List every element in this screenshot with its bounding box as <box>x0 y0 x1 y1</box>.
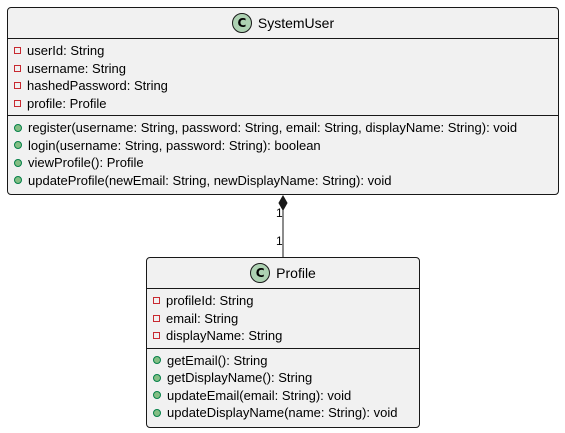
field-text: displayName: String <box>166 328 283 344</box>
method-text: getDisplayName(): String <box>167 370 313 386</box>
method-row: login(username: String, password: String… <box>14 137 552 155</box>
method-row: getEmail(): String <box>153 352 413 370</box>
to-multiplicity-label: 1 <box>276 234 283 248</box>
method-text: updateDisplayName(name: String): void <box>167 405 398 421</box>
field-text: userId: String <box>27 43 105 59</box>
method-text: register(username: String, password: Str… <box>28 120 518 136</box>
class-systemuser[interactable]: C SystemUser userId: String username: St… <box>7 7 559 195</box>
method-row: updateProfile(newEmail: String, newDispl… <box>14 172 552 190</box>
public-visibility-icon <box>14 123 22 132</box>
class-header: C Profile <box>147 258 419 289</box>
field-row: email: String <box>153 310 413 328</box>
method-row: viewProfile(): Profile <box>14 154 552 172</box>
private-visibility-icon <box>153 314 160 322</box>
private-visibility-icon <box>153 332 160 340</box>
public-visibility-icon <box>153 373 161 382</box>
class-name: Profile <box>276 265 316 281</box>
private-visibility-icon <box>14 82 21 90</box>
public-visibility-icon <box>153 391 161 400</box>
private-visibility-icon <box>14 64 21 72</box>
class-stereotype-icon: C <box>231 13 252 33</box>
method-text: updateProfile(newEmail: String, newDispl… <box>28 172 392 188</box>
field-text: email: String <box>166 310 239 326</box>
fields-section: profileId: String email: String displayN… <box>147 289 419 349</box>
method-text: getEmail(): String <box>167 352 268 368</box>
class-stereotype-icon: C <box>250 263 271 283</box>
method-row: getDisplayName(): String <box>153 369 413 387</box>
public-visibility-icon <box>153 356 161 365</box>
method-text: login(username: String, password: String… <box>28 137 321 153</box>
class-header: C SystemUser <box>8 8 558 39</box>
field-row: userId: String <box>14 42 552 60</box>
field-row: username: String <box>14 60 552 78</box>
private-visibility-icon <box>14 99 21 107</box>
fields-section: userId: String username: String hashedPa… <box>8 39 558 116</box>
field-text: profile: Profile <box>27 95 107 111</box>
field-row: displayName: String <box>153 327 413 345</box>
public-visibility-icon <box>14 176 22 185</box>
from-multiplicity-label: 1 <box>276 206 283 220</box>
class-profile[interactable]: C Profile profileId: String email: Strin… <box>146 257 420 428</box>
field-row: hashedPassword: String <box>14 77 552 95</box>
method-row: updateDisplayName(name: String): void <box>153 404 413 422</box>
field-row: profileId: String <box>153 292 413 310</box>
method-row: register(username: String, password: Str… <box>14 119 552 137</box>
public-visibility-icon <box>14 158 22 167</box>
method-row: updateEmail(email: String): void <box>153 387 413 405</box>
public-visibility-icon <box>14 141 22 150</box>
field-text: hashedPassword: String <box>27 78 168 94</box>
method-text: viewProfile(): Profile <box>28 155 144 171</box>
method-text: updateEmail(email: String): void <box>167 387 352 403</box>
private-visibility-icon <box>153 297 160 305</box>
methods-section: register(username: String, password: Str… <box>8 116 558 192</box>
field-text: username: String <box>27 60 126 76</box>
methods-section: getEmail(): String getDisplayName(): Str… <box>147 349 419 425</box>
class-name: SystemUser <box>257 15 335 31</box>
field-row: profile: Profile <box>14 95 552 113</box>
field-text: profileId: String <box>166 293 254 309</box>
public-visibility-icon <box>153 408 161 417</box>
private-visibility-icon <box>14 47 21 55</box>
